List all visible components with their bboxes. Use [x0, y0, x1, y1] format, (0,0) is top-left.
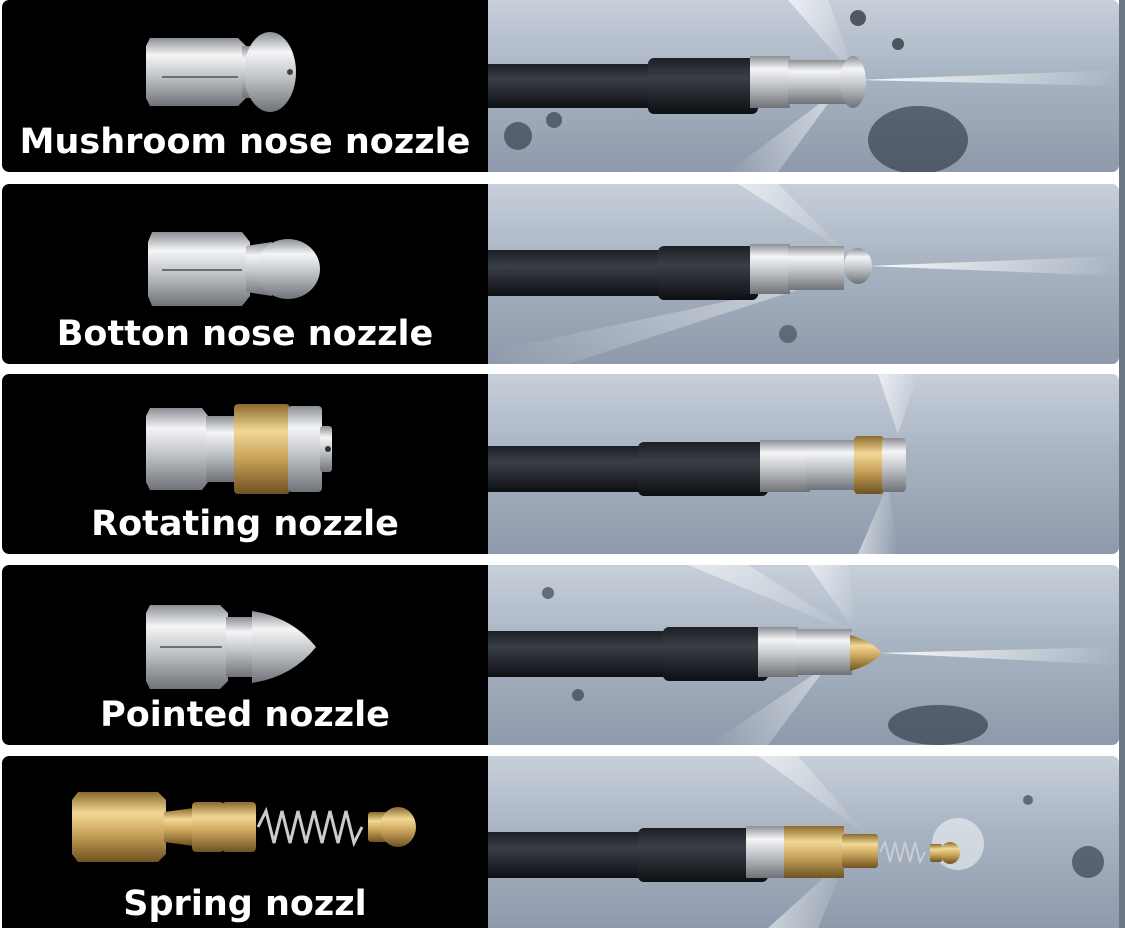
- nozzle-panel: Mushroom nose nozzle: [2, 0, 488, 172]
- nozzle-label: Pointed nozzle: [100, 695, 390, 735]
- nozzle-row-button: Botton nose nozzle: [2, 184, 1119, 364]
- nozzle-panel: Pointed nozzle: [2, 565, 488, 745]
- nozzle-photo: [488, 565, 1119, 745]
- rotating-nozzle-icon: [146, 404, 332, 494]
- pointed-nozzle-icon: [146, 605, 316, 689]
- nozzle-row-pointed: Pointed nozzle: [2, 565, 1119, 745]
- nozzle-row-spring: Spring nozzl: [2, 756, 1119, 928]
- nozzle-label: Spring nozzl: [123, 884, 367, 924]
- nozzle-photo: [488, 184, 1119, 364]
- nozzle-photo: [488, 0, 1119, 172]
- nozzle-label: Rotating nozzle: [91, 504, 399, 544]
- button-nose-nozzle-icon: [148, 232, 320, 306]
- nozzle-panel: Botton nose nozzle: [2, 184, 488, 364]
- nozzle-panel: Rotating nozzle: [2, 374, 488, 554]
- right-edge: [1119, 0, 1125, 928]
- nozzle-row-mushroom: Mushroom nose nozzle: [2, 0, 1119, 172]
- nozzle-panel: Spring nozzl: [2, 756, 488, 928]
- nozzle-row-rotating: Rotating nozzle: [2, 374, 1119, 554]
- mushroom-nose-nozzle-icon: [146, 32, 296, 112]
- nozzle-photo: [488, 756, 1119, 928]
- nozzle-label: Mushroom nose nozzle: [19, 122, 471, 162]
- nozzle-label: Botton nose nozzle: [56, 314, 434, 354]
- spring-nozzle-icon: [72, 792, 416, 862]
- nozzle-photo: [488, 374, 1119, 554]
